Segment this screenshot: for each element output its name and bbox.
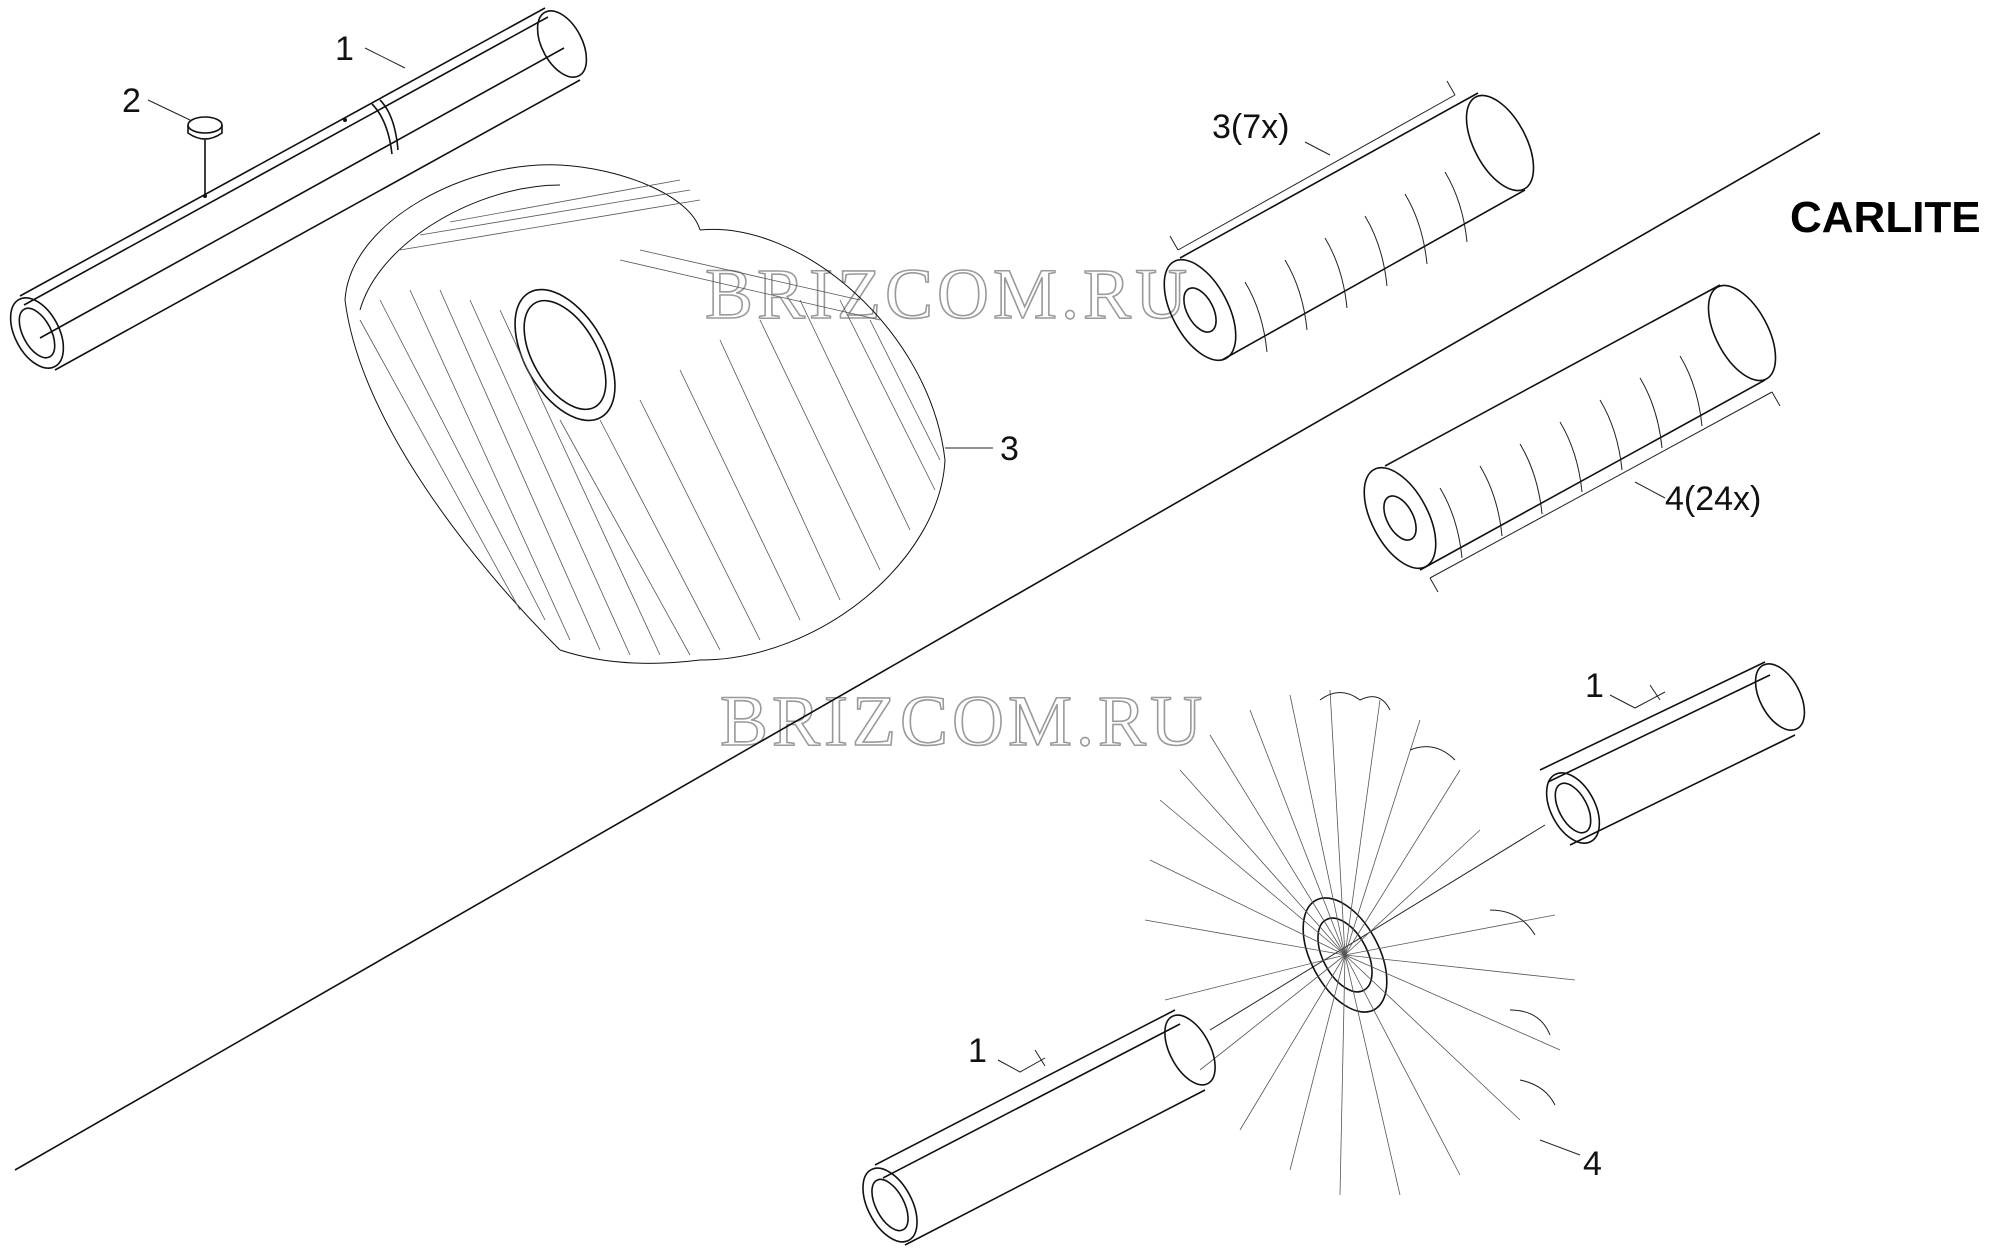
svg-text:3: 3 bbox=[1000, 430, 1019, 468]
watermark-bottom: BRIZCOM.RU bbox=[720, 681, 1206, 761]
svg-text:2: 2 bbox=[122, 82, 141, 120]
core-tube-right bbox=[1539, 661, 1806, 846]
svg-text:1: 1 bbox=[968, 1032, 987, 1070]
svg-text:4: 4 bbox=[1583, 1145, 1602, 1183]
brush-disc-part bbox=[1144, 689, 1576, 1196]
separator-line bbox=[14, 132, 1821, 1171]
callout-core-right: 1 bbox=[1585, 667, 1666, 709]
callout-roll-a: 3(7x) bbox=[1212, 108, 1331, 156]
svg-text:1: 1 bbox=[335, 30, 354, 68]
assembly-axis bbox=[1209, 824, 1546, 1031]
callout-brush-disc: 4 bbox=[1539, 1139, 1602, 1183]
brush-ring-part bbox=[344, 164, 946, 664]
callout-screw: 2 bbox=[122, 82, 191, 121]
brush-roll-7x bbox=[1163, 80, 1535, 362]
screw-part bbox=[187, 116, 223, 196]
svg-text:3(7x): 3(7x) bbox=[1212, 108, 1289, 146]
core-tube-bottom bbox=[862, 1009, 1216, 1246]
callout-top-core: 1 bbox=[335, 30, 406, 69]
callout-roll-b: 4(24x) bbox=[1634, 480, 1761, 518]
svg-text:1: 1 bbox=[1585, 667, 1604, 705]
brand-label: CARLITE bbox=[1790, 193, 1981, 242]
brush-roll-24x bbox=[1363, 284, 1781, 593]
callout-core-bottom: 1 bbox=[968, 1032, 1046, 1073]
watermark-top: BRIZCOM.RU bbox=[705, 254, 1191, 334]
core-tube-top bbox=[9, 7, 588, 371]
svg-text:4(24x): 4(24x) bbox=[1665, 480, 1761, 518]
callout-brush-ring: 3 bbox=[945, 430, 1019, 468]
